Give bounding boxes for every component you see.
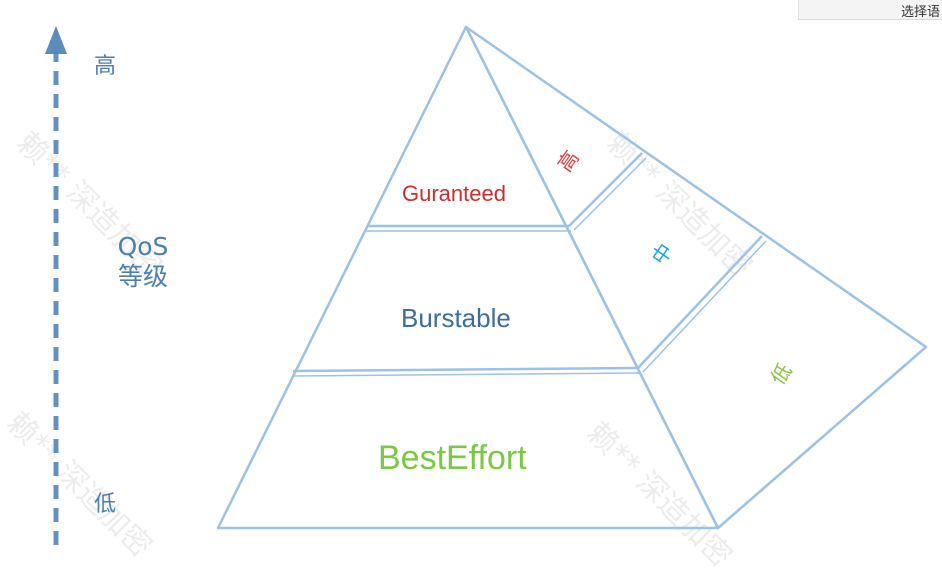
language-select-box[interactable]: 选择语 [798, 0, 942, 20]
side-label-low: 低 [766, 359, 797, 389]
axis-title-line1: QoS [117, 232, 169, 261]
qos-axis-arrow [45, 26, 67, 545]
pyramid-shape [216, 25, 928, 530]
front-divider-2 [292, 366, 639, 373]
pyramid-side-face [464, 25, 928, 530]
axis-low-label: 低 [94, 492, 117, 517]
level-label-besteffort: BestEffort [378, 439, 527, 477]
side-divider-2b [642, 240, 767, 373]
side-divider-2 [637, 235, 763, 369]
arrow-head-icon [45, 26, 67, 54]
axis-title: QoS 等级 [98, 232, 188, 292]
axis-high-label: 高 [94, 54, 117, 79]
side-label-high: 高 [553, 146, 584, 176]
level-label-guranteed: Guranteed [402, 181, 506, 206]
level-label-burstable: Burstable [401, 303, 511, 333]
side-label-mid: 中 [647, 239, 678, 269]
side-divider-1b [573, 157, 647, 231]
side-divider-1 [568, 152, 643, 227]
axis-title-line2: 等级 [117, 262, 168, 291]
front-divider-2b [291, 372, 641, 377]
language-select-label: 选择语 [900, 5, 940, 20]
